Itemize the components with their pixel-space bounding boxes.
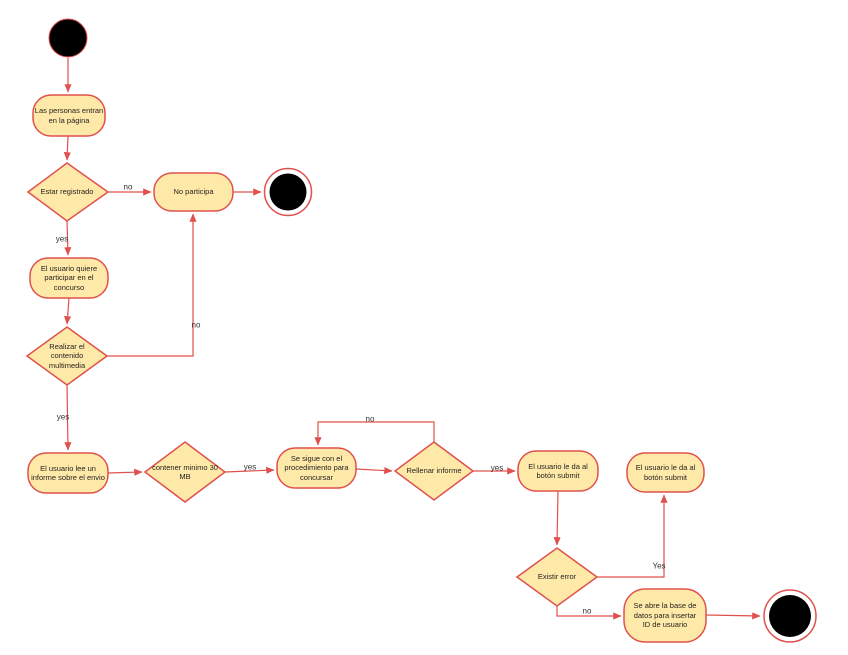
edge-open-database-to-final-bottom [705, 612, 761, 620]
start-node [48, 18, 88, 58]
final-node-top-dot [269, 173, 307, 211]
decision-min-size [143, 441, 227, 503]
edge-min-size-yes-to-follow-procedure [224, 466, 275, 474]
activity-submit-2 [626, 452, 705, 493]
final-node-bottom-dot [769, 595, 811, 637]
edge-error-exists-yes-to-submit-2 [597, 494, 668, 578]
activity-no-participate [153, 172, 234, 212]
activity-follow-procedure [276, 447, 357, 489]
edge-read-report-to-min-size [107, 468, 143, 476]
edge-make-content-no-to-no-participate [107, 213, 197, 357]
activity-open-database [623, 588, 707, 643]
decision-is-registered [26, 162, 110, 222]
edge-wants-participate-to-make-content [64, 297, 72, 325]
decision-error-exists [515, 547, 599, 607]
activity-read-report [27, 452, 109, 494]
edge-make-content-yes-to-read-report [64, 384, 72, 451]
activity-enter-page [32, 94, 106, 137]
activity-submit-1 [517, 450, 599, 492]
edge-is-registered-yes-to-wants-participate [64, 220, 72, 256]
decision-fill-report [393, 441, 475, 501]
decision-make-content [25, 326, 109, 386]
edge-follow-procedure-to-fill-report [355, 466, 393, 475]
edge-fill-report-no-to-follow-procedure [314, 421, 435, 446]
edge-enter-page-to-is-registered [63, 135, 71, 161]
activity-wants-participate [29, 257, 109, 299]
edge-submit-1-to-error-exists [553, 490, 561, 546]
edge-error-exists-no-to-open-database [556, 606, 622, 620]
